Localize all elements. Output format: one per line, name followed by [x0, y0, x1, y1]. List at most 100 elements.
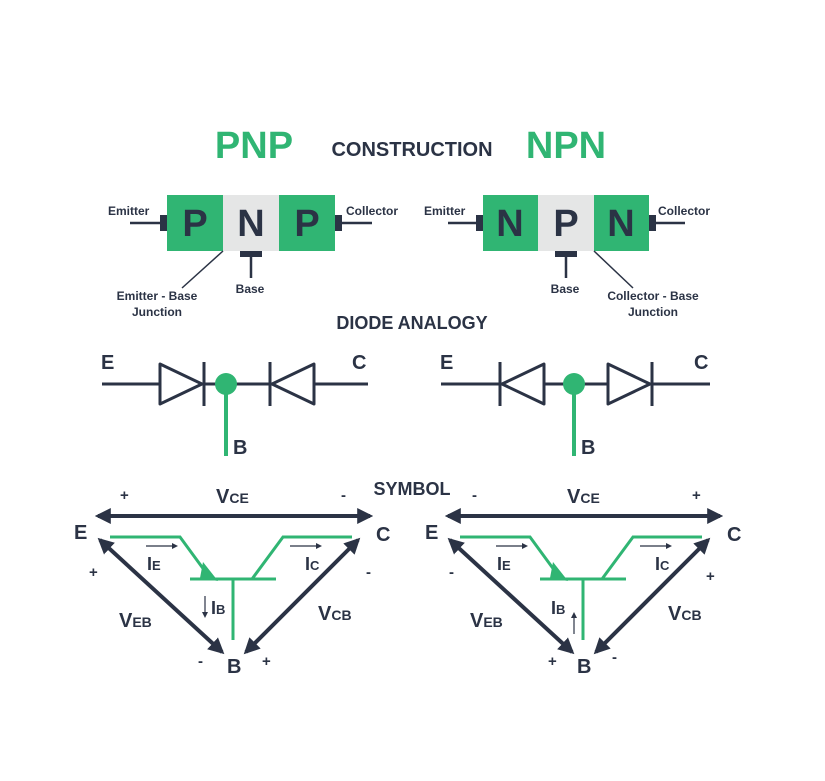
pnp-symbol-e-label: E: [74, 522, 87, 544]
npn-title: NPN: [526, 125, 606, 167]
npn-ie-label: IE: [497, 554, 511, 574]
pnp-symbol: E C B VCE VEB VCB IE IC IB + - + - - +: [74, 486, 390, 678]
npn-vce-main: V: [567, 486, 581, 508]
npn-ie-sub: E: [502, 558, 511, 573]
npn-veb-label: VEB: [470, 610, 503, 632]
npn-symbol-c-label: C: [727, 524, 741, 546]
npn-collector-label: Collector: [658, 204, 710, 218]
npn-diode-e-label: E: [440, 352, 453, 374]
npn-symbol: E C B VCE VEB VCB IE IC IB - + - + + -: [425, 486, 741, 678]
pnp-title: PNP: [215, 125, 293, 167]
npn-junction-label-2: Junction: [628, 305, 678, 319]
npn-emitter-label: Emitter: [424, 204, 466, 218]
npn-symbol-b-label: B: [577, 656, 591, 678]
pnp-vcb-label: VCB: [318, 603, 352, 625]
npn-veb-sub: EB: [483, 614, 502, 630]
pnp-diode-e-label: E: [101, 352, 114, 374]
construction-title: CONSTRUCTION: [331, 139, 492, 161]
pnp-base-label: Base: [236, 282, 265, 296]
npn-sign-vce-right: +: [692, 487, 701, 504]
pnp-region-p-collector: [279, 195, 335, 251]
diode-analogy-title: DIODE ANALOGY: [336, 313, 487, 333]
npn-diode-analogy: E C B: [440, 352, 710, 459]
npn-symbol-e-label: E: [425, 522, 438, 544]
npn-construction: N P N Emitter Collector Base Collector -…: [424, 195, 710, 319]
pnp-diode-2: [270, 362, 316, 406]
npn-ic-main: I: [655, 554, 660, 574]
pnp-ie-main: I: [147, 554, 152, 574]
pnp-base-node: [215, 373, 237, 395]
npn-region-p-base: [538, 195, 594, 251]
pnp-ic-sub: C: [310, 558, 320, 573]
npn-ic-label: IC: [655, 554, 670, 574]
npn-veb-main: V: [470, 610, 484, 632]
pnp-collector-label: Collector: [346, 204, 398, 218]
npn-region-label-3: N: [607, 203, 634, 245]
pnp-region-n-base: [223, 195, 279, 251]
pnp-ic-main: I: [305, 554, 310, 574]
pnp-vce-label: VCE: [216, 486, 249, 508]
npn-junction-label-1: Collector - Base: [607, 289, 699, 303]
pnp-ie-sub: E: [152, 558, 161, 573]
npn-vcb-sub: CB: [681, 607, 701, 623]
pnp-ib-sub: B: [216, 602, 225, 617]
npn-sign-c: +: [706, 568, 715, 585]
pnp-diode-analogy: E C B: [101, 352, 368, 459]
npn-vcb-main: V: [668, 603, 682, 625]
pnp-ib-label: IB: [211, 598, 225, 618]
npn-sign-b-right: -: [612, 649, 617, 666]
npn-ib-main: I: [551, 598, 556, 618]
npn-base-label: Base: [551, 282, 580, 296]
pnp-region-p-emitter: [167, 195, 223, 251]
pnp-vcb-sub: CB: [331, 607, 351, 623]
npn-region-label-1: N: [496, 203, 523, 245]
npn-vce-label: VCE: [567, 486, 600, 508]
npn-ib-label: IB: [551, 598, 565, 618]
pnp-vcb-main: V: [318, 603, 332, 625]
pnp-junction-label-2: Junction: [132, 305, 182, 319]
npn-sign-b-left: +: [548, 653, 557, 670]
pnp-vce-main: V: [216, 486, 230, 508]
pnp-sign-b-right: +: [262, 653, 271, 670]
pnp-veb-main: V: [119, 610, 133, 632]
npn-sign-e: -: [449, 564, 454, 581]
npn-vcb-label: VCB: [668, 603, 702, 625]
pnp-sign-e: +: [89, 564, 98, 581]
npn-sign-vce-left: -: [472, 487, 477, 504]
npn-vce-sub: CE: [580, 490, 599, 506]
pnp-sign-vce-right: -: [341, 487, 346, 504]
pnp-diode-b-label: B: [233, 437, 247, 459]
pnp-region-label-2: N: [237, 203, 264, 245]
npn-ie-main: I: [497, 554, 502, 574]
npn-diode-1: [500, 362, 546, 406]
pnp-ib-main: I: [211, 598, 216, 618]
pnp-region-label-1: P: [182, 203, 207, 245]
pnp-region-label-3: P: [294, 203, 319, 245]
pnp-diode-c-label: C: [352, 352, 366, 374]
pnp-symbol-c-label: C: [376, 524, 390, 546]
pnp-sign-b-left: -: [198, 653, 203, 670]
symbol-title: SYMBOL: [373, 479, 450, 499]
pnp-symbol-b-label: B: [227, 656, 241, 678]
pnp-sign-vce-left: +: [120, 487, 129, 504]
pnp-ic-label: IC: [305, 554, 320, 574]
pnp-emitter-label: Emitter: [108, 204, 150, 218]
pnp-diode-1: [158, 362, 204, 406]
pnp-ie-label: IE: [147, 554, 161, 574]
npn-region-n-emitter: [483, 195, 538, 251]
npn-diode-c-label: C: [694, 352, 708, 374]
npn-region-n-collector: [594, 195, 649, 251]
pnp-veb-label: VEB: [119, 610, 152, 632]
npn-ib-sub: B: [556, 602, 565, 617]
npn-region-label-2: P: [553, 203, 578, 245]
npn-base-node: [563, 373, 585, 395]
npn-ic-sub: C: [660, 558, 670, 573]
pnp-construction: P N P Emitter Collector Base Emitter - B…: [108, 195, 398, 319]
npn-diode-2: [606, 362, 652, 406]
pnp-sign-c: -: [366, 564, 371, 581]
pnp-veb-sub: EB: [132, 614, 151, 630]
pnp-vce-sub: CE: [229, 490, 248, 506]
npn-diode-b-label: B: [581, 437, 595, 459]
